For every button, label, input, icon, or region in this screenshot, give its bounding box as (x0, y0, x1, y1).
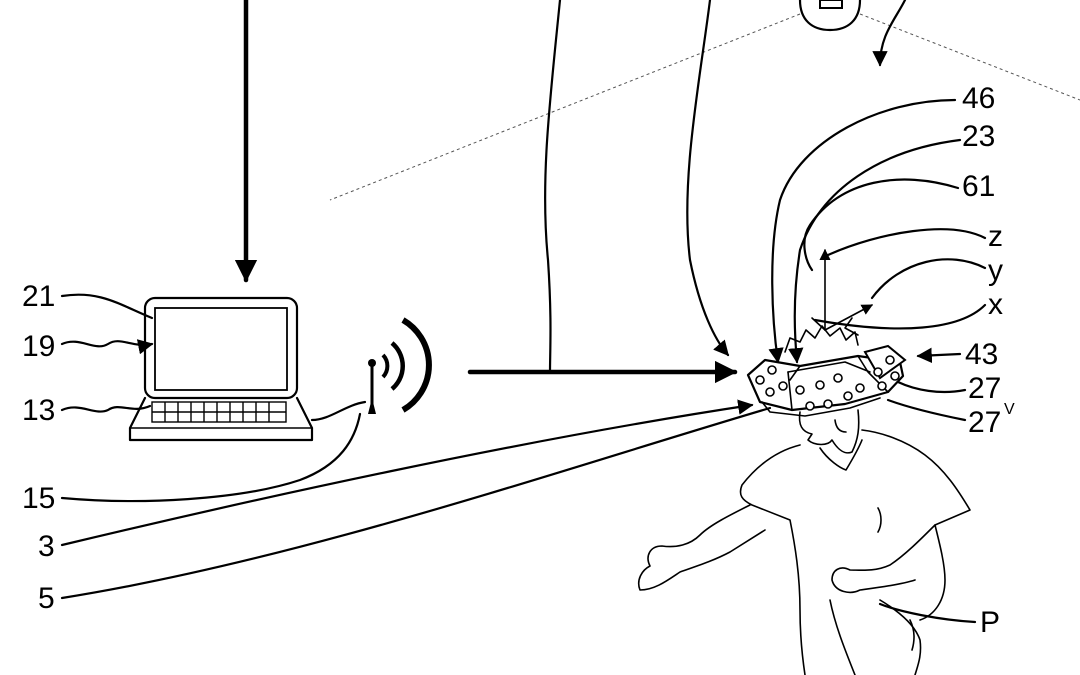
coordinate-axes (811, 248, 873, 336)
label-27: 27 (968, 372, 1001, 405)
label-23: 23 (962, 120, 995, 153)
ceiling-camera (798, 0, 862, 32)
person (637, 325, 971, 675)
wireless-antenna (310, 317, 432, 422)
label-x: x (988, 288, 1003, 321)
laptop-keyboard (151, 401, 287, 423)
label-13: 13 (22, 394, 55, 427)
label-19: 19 (22, 330, 55, 363)
label-61: 61 (962, 170, 995, 203)
label-y: y (988, 254, 1003, 287)
label-P: P (980, 606, 1000, 639)
label-3: 3 (38, 530, 55, 563)
label-46: 46 (962, 82, 995, 115)
label-27v: 27 (968, 406, 1001, 439)
label-5: 5 (38, 582, 55, 615)
camera-lead-arrow (872, 0, 907, 67)
laptop (128, 296, 314, 442)
label-z: z (988, 220, 1003, 253)
label-21: 21 (22, 280, 55, 313)
label-43: 43 (965, 338, 998, 371)
headset (746, 344, 907, 417)
lead-line-top-b (686, 0, 730, 357)
label-27v-superscript: V (1004, 401, 1015, 418)
lead-line-top-a (544, 0, 562, 374)
leader-lines (60, 98, 987, 624)
camera-field-of-view (329, 13, 1080, 201)
label-15: 15 (22, 482, 55, 515)
tracking-markers (755, 355, 900, 411)
